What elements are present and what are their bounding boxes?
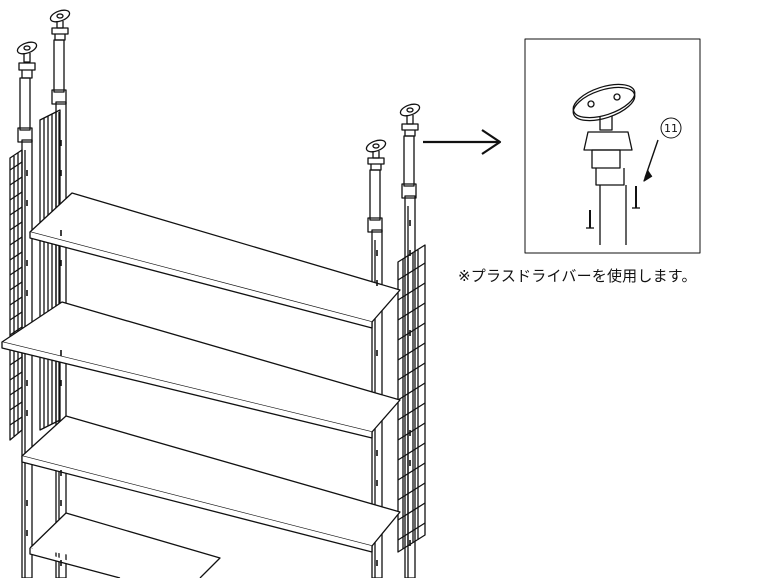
right-front-top-fitting (365, 139, 387, 171)
shelf-1 (29, 192, 401, 329)
pointer-arrow (423, 129, 502, 155)
shelf-2 (1, 301, 401, 439)
left-mesh-panel (9, 109, 61, 441)
left-front-top-fitting (16, 41, 38, 79)
right-back-pole (401, 135, 417, 578)
part-number-11: 11 (664, 122, 678, 135)
shelf-4 (29, 512, 221, 578)
shelf-3 (21, 415, 401, 553)
right-back-top-fitting (399, 103, 421, 137)
screwdriver-note: ※プラスドライバーを使用します。 (458, 267, 697, 285)
left-back-top-fitting (49, 9, 71, 41)
pole-holes (26, 140, 411, 566)
detail-inset (524, 38, 701, 254)
right-mesh-panel (397, 244, 426, 553)
